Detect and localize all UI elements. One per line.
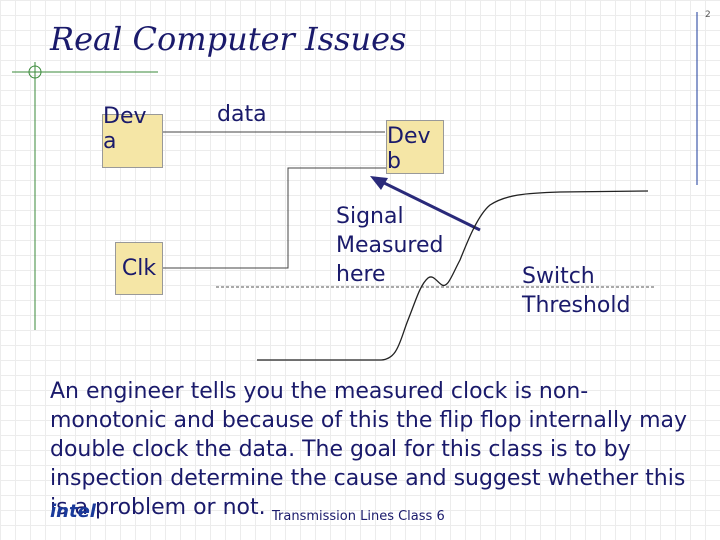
dev-b-label: Dev b bbox=[387, 124, 431, 174]
dev-a-label: Dev a bbox=[103, 104, 147, 154]
arrow-head-icon bbox=[370, 176, 388, 190]
dev-a-box: Dev a bbox=[102, 104, 163, 168]
data-label: data bbox=[217, 102, 267, 127]
signal-label-line3: here bbox=[336, 262, 386, 287]
clk-box: Clk bbox=[115, 242, 163, 295]
threshold-label-line1: Switch bbox=[522, 264, 595, 289]
footer-text: Transmission Lines Class 6 bbox=[272, 509, 445, 524]
clk-label: Clk bbox=[121, 256, 157, 281]
signal-label-line1: Signal bbox=[336, 204, 404, 229]
clock-waveform bbox=[257, 190, 649, 361]
signal-label-line2: Measured bbox=[336, 233, 444, 258]
slide-title: Real Computer Issues bbox=[50, 20, 407, 58]
body-paragraph: An engineer tells you the measured clock… bbox=[50, 379, 688, 520]
intel-logo: intel bbox=[50, 501, 96, 522]
clock-wire bbox=[163, 167, 386, 269]
page-number: 2 bbox=[705, 10, 711, 20]
dev-b-box: Dev b bbox=[386, 120, 444, 174]
arrow-line bbox=[373, 176, 481, 232]
threshold-label-line2: Threshold bbox=[522, 293, 631, 318]
accent-circle-icon bbox=[28, 65, 42, 79]
